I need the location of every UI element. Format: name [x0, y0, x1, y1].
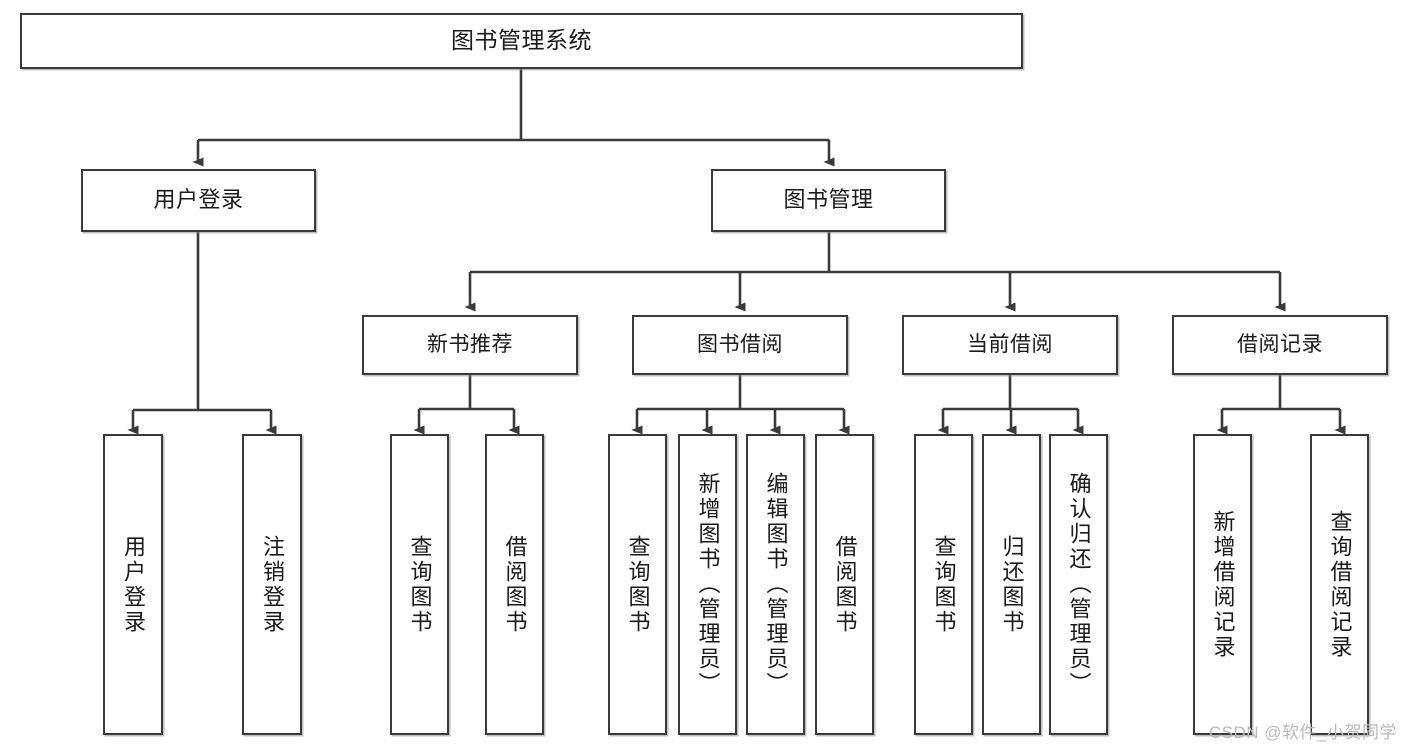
node-label: 图书借阅	[697, 332, 783, 356]
node-label: 图书管理	[783, 187, 874, 213]
node-label: 新书推荐	[427, 332, 513, 356]
node-label: 查询借阅记录	[1327, 509, 1353, 660]
leaf-query-book-current[interactable]: 查询图书	[914, 434, 973, 735]
leaf-logout[interactable]: 注销登录	[242, 434, 302, 735]
node-label: 归还图书	[999, 534, 1025, 635]
node-label: 借阅图书	[502, 534, 528, 635]
node-label: 用户登录	[153, 187, 244, 213]
node-book-management[interactable]: 图书管理	[711, 169, 946, 232]
leaf-add-borrow-record[interactable]: 新增借阅记录	[1193, 434, 1252, 735]
leaf-query-book-borrow[interactable]: 查询图书	[608, 434, 667, 735]
node-user-login[interactable]: 用户登录	[81, 169, 316, 232]
node-root-system[interactable]: 图书管理系统	[20, 13, 1023, 69]
node-label: 用户登录	[121, 534, 146, 635]
leaf-edit-book-admin[interactable]: 编辑图书（管理员）	[746, 434, 805, 735]
leaf-borrow-book-recommend[interactable]: 借阅图书	[485, 434, 544, 735]
node-label: 确认归还（管理员）	[1066, 472, 1092, 697]
node-label: 查询图书	[931, 534, 957, 635]
node-new-book-recommendation[interactable]: 新书推荐	[362, 315, 578, 375]
leaf-query-book-recommend[interactable]: 查询图书	[390, 434, 449, 735]
node-current-borrow[interactable]: 当前借阅	[902, 315, 1118, 375]
node-label: 当前借阅	[967, 332, 1053, 356]
node-borrow-record[interactable]: 借阅记录	[1172, 315, 1388, 375]
node-book-borrow[interactable]: 图书借阅	[632, 315, 848, 375]
node-label: 编辑图书（管理员）	[763, 472, 789, 697]
leaf-user-login[interactable]: 用户登录	[103, 434, 163, 735]
leaf-return-book[interactable]: 归还图书	[982, 434, 1041, 735]
leaf-confirm-return-admin[interactable]: 确认归还（管理员）	[1049, 434, 1108, 735]
leaf-borrow-book[interactable]: 借阅图书	[815, 434, 874, 735]
watermark-text: CSDN @软件_小贺同学	[1208, 723, 1397, 742]
leaf-add-book-admin[interactable]: 新增图书（管理员）	[678, 434, 737, 735]
node-label: 借阅图书	[832, 534, 858, 635]
node-label: 注销登录	[260, 534, 285, 635]
node-label: 新增图书（管理员）	[695, 472, 721, 697]
node-label: 查询图书	[407, 534, 433, 635]
node-label: 借阅记录	[1237, 332, 1323, 356]
node-label: 查询图书	[625, 534, 651, 635]
leaf-query-borrow-record[interactable]: 查询借阅记录	[1310, 434, 1369, 735]
node-label: 图书管理系统	[451, 27, 592, 54]
node-label: 新增借阅记录	[1210, 509, 1236, 660]
